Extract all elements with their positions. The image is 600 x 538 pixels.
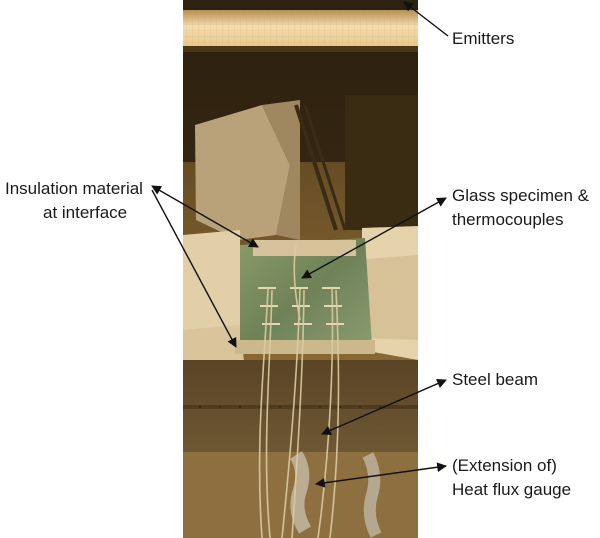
insulation-label-line2: at interface <box>43 203 128 222</box>
heat-flux-label-line2: Heat flux gauge <box>452 480 572 499</box>
heat-flux-label-line1: (Extension of) <box>452 456 557 475</box>
glass-specimen-label-line2: thermocouples <box>452 210 564 229</box>
glass-specimen-label-line1: Glass specimen & <box>452 186 589 205</box>
insulation-label-line1: Insulation material <box>5 179 143 198</box>
steel-beam-label: Steel beam <box>452 370 538 389</box>
emitters-label: Emitters <box>452 29 515 48</box>
